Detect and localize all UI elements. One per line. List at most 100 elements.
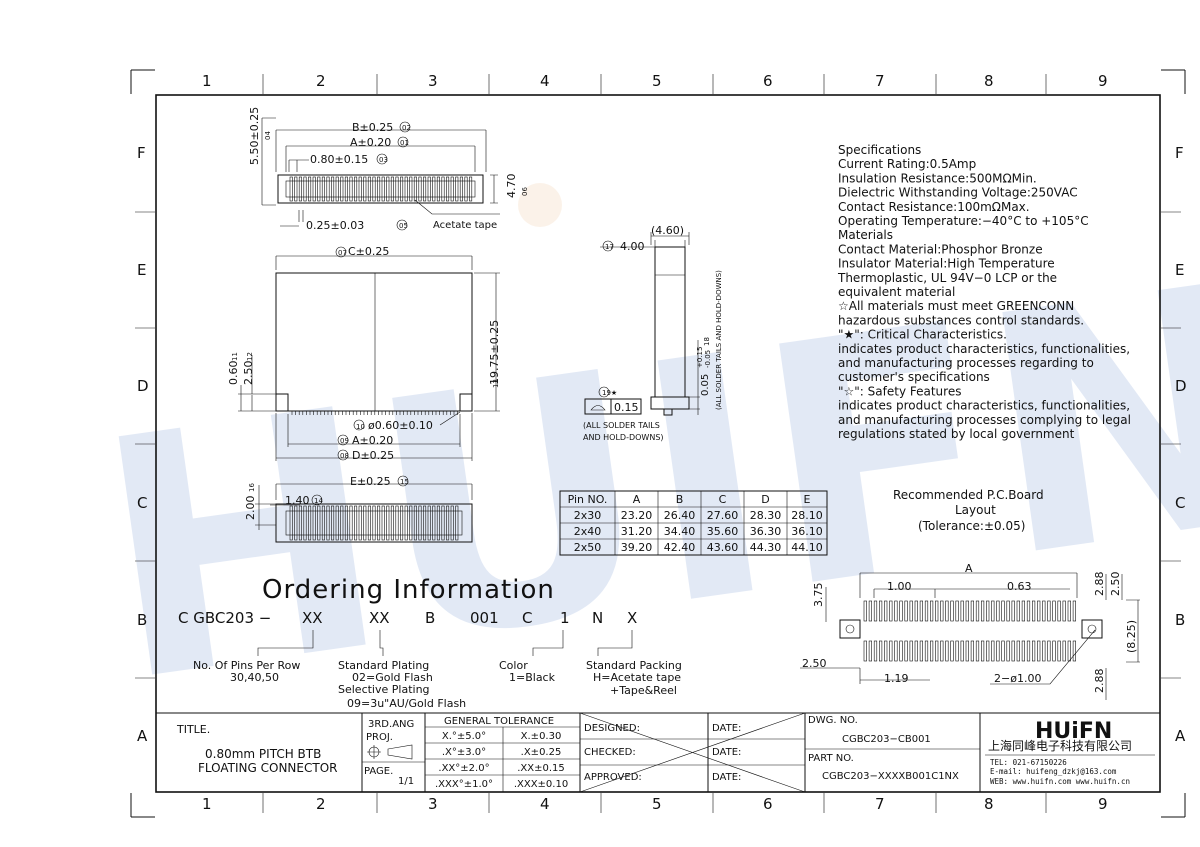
spec-line: indicates product characteristics, funct… — [838, 342, 1130, 356]
grid-column-label: 6 — [763, 72, 773, 90]
svg-text:0.80±0.15: 0.80±0.15 — [310, 153, 368, 166]
svg-text:Ordering Information: Ordering Information — [262, 575, 555, 605]
grid-column-label: 3 — [428, 72, 438, 90]
svg-text:2.88: 2.88 — [1093, 669, 1106, 694]
svg-text:X: X — [627, 609, 637, 627]
table-cell: 2x40 — [574, 525, 602, 538]
table-header-cell: A — [633, 493, 641, 506]
spec-line: Thermoplastic, UL 94V−0 LCP or the — [837, 271, 1057, 285]
svg-text:C: C — [522, 609, 532, 627]
svg-text:1.00: 1.00 — [887, 580, 912, 593]
grid-column-label: 3 — [428, 795, 438, 813]
svg-text:0.63: 0.63 — [1007, 580, 1032, 593]
svg-text:0.60: 0.60 — [227, 361, 240, 386]
svg-text:16: 16 — [248, 483, 256, 492]
svg-text:19.75±0.25: 19.75±0.25 — [488, 320, 501, 385]
table-header-cell: C — [719, 493, 727, 506]
svg-text:4.00: 4.00 — [620, 240, 645, 253]
grid-row-label: B — [137, 611, 147, 629]
svg-text:XX: XX — [302, 609, 323, 627]
svg-text:ø0.60±0.10: ø0.60±0.10 — [368, 419, 433, 432]
tolerance-linear: .XX±0.15 — [517, 763, 565, 774]
tolerance-angle: .X°±3.0° — [442, 747, 486, 758]
grid-row-label: D — [137, 377, 149, 395]
spec-line: "☆": Safety Features — [838, 384, 961, 398]
table-cell: 23.20 — [621, 509, 653, 522]
grid-column-label: 6 — [763, 795, 773, 813]
svg-text:E±0.25: E±0.25 — [350, 475, 391, 488]
svg-text:0.05: 0.05 — [700, 374, 711, 396]
svg-text:WEB: www.huifn.com www.huifn: WEB: www.huifn.com www.huifn.cn — [990, 777, 1130, 786]
svg-text:DATE:: DATE: — [712, 772, 741, 783]
grid-column-label: 9 — [1098, 72, 1108, 90]
spec-line: Contact Material:Phosphor Bronze — [838, 242, 1043, 256]
grid-column-label: 7 — [875, 795, 885, 813]
svg-text:B±0.25: B±0.25 — [352, 121, 393, 134]
spec-line: Materials — [838, 228, 893, 242]
svg-text:12: 12 — [246, 352, 254, 361]
svg-text:AND HOLD-DOWNS): AND HOLD-DOWNS) — [583, 433, 664, 442]
svg-text:13: 13 — [492, 379, 500, 388]
table-cell: 28.10 — [791, 509, 823, 522]
svg-text:上海同峰电子科技有限公司: 上海同峰电子科技有限公司 — [988, 738, 1132, 753]
svg-text:1=Black: 1=Black — [509, 671, 556, 684]
svg-text:DWG. NO.: DWG. NO. — [808, 715, 858, 726]
svg-text:1.40: 1.40 — [285, 494, 310, 507]
spec-line: and manufacturing processes complying to… — [838, 413, 1131, 427]
svg-text:2−ø1.00: 2−ø1.00 — [994, 672, 1041, 685]
table-cell: 36.10 — [791, 525, 823, 538]
grid-row-label: A — [137, 727, 148, 745]
svg-text:A±0.20: A±0.20 — [350, 136, 391, 149]
svg-text:Standard Packing: Standard Packing — [586, 659, 682, 672]
svg-text:+Tape&Reel: +Tape&Reel — [610, 684, 677, 697]
tolerance-linear: X.±0.30 — [521, 731, 562, 742]
svg-text:C±0.25: C±0.25 — [348, 245, 389, 258]
grid-row-label: C — [137, 494, 147, 512]
grid-column-label: 8 — [984, 72, 994, 90]
svg-text:2.50: 2.50 — [802, 657, 827, 670]
spec-line: hazardous substances control standards. — [838, 313, 1084, 327]
grid-column-label: 8 — [984, 795, 994, 813]
grid-row-label: C — [1175, 494, 1185, 512]
table-cell: 44.30 — [750, 541, 782, 554]
svg-text:2.00: 2.00 — [244, 496, 257, 521]
table-cell: 34.40 — [664, 525, 696, 538]
svg-text:(4.60): (4.60) — [651, 224, 684, 237]
svg-text:15: 15 — [400, 478, 409, 486]
svg-text:3.75: 3.75 — [812, 583, 825, 608]
svg-text:PAGE.: PAGE. — [364, 766, 393, 777]
svg-text:-0.05: -0.05 — [704, 350, 712, 368]
svg-text:04: 04 — [264, 131, 272, 140]
grid-column-label: 7 — [875, 72, 885, 90]
svg-text:A: A — [965, 562, 973, 575]
tolerance-linear: .XXX±0.10 — [514, 779, 568, 790]
svg-text:TEL: 021-67150226: TEL: 021-67150226 — [990, 758, 1067, 767]
svg-text:09: 09 — [340, 437, 349, 445]
svg-text:05: 05 — [399, 222, 408, 230]
table-header-cell: E — [804, 493, 811, 506]
svg-text:H=Acetate tape: H=Acetate tape — [593, 671, 681, 684]
svg-text:E-mail: huifeng_dzkj@163.com: E-mail: huifeng_dzkj@163.com — [990, 767, 1117, 776]
svg-text:11: 11 — [231, 352, 239, 361]
svg-text:06: 06 — [521, 187, 529, 196]
svg-text:18: 18 — [703, 337, 711, 346]
svg-text:CHECKED:: CHECKED: — [584, 747, 636, 758]
table-header-cell: Pin NO. — [568, 493, 608, 506]
table-cell: 27.60 — [707, 509, 739, 522]
spec-line: Dielectric Withstanding Voltage:250VAC — [838, 186, 1078, 200]
svg-text:2.50: 2.50 — [1109, 572, 1122, 597]
svg-text:03: 03 — [379, 156, 388, 164]
grid-row-label: A — [1175, 727, 1186, 745]
svg-text:2.88: 2.88 — [1093, 572, 1106, 597]
svg-text:Selective Plating: Selective Plating — [338, 683, 430, 696]
table-cell: 36.30 — [750, 525, 782, 538]
svg-text:0.25±0.03: 0.25±0.03 — [306, 219, 364, 232]
spec-line: Current Rating:0.5Amp — [838, 157, 976, 171]
svg-text:Color: Color — [499, 659, 528, 672]
border-frame — [130, 69, 1186, 818]
svg-text:1: 1 — [560, 609, 570, 627]
grid-column-label: 9 — [1098, 795, 1108, 813]
svg-text:01: 01 — [400, 139, 409, 147]
svg-text:(ALL SOLDER TAILS AND HOLD-DOW: (ALL SOLDER TAILS AND HOLD-DOWNS) — [715, 270, 723, 410]
